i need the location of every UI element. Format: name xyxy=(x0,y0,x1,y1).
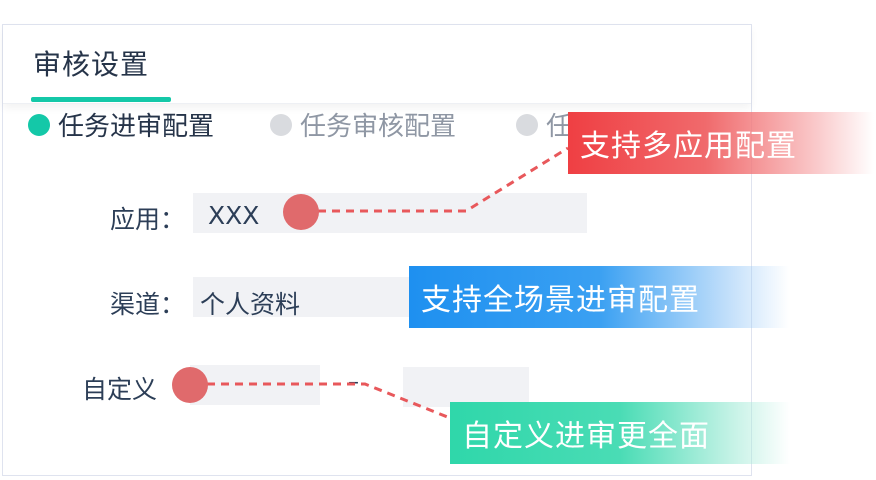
app-field-label: 应用： xyxy=(110,205,186,234)
callout-multi-app-text: 支持多应用配置 xyxy=(580,129,797,164)
radio-label: 任务审核配置 xyxy=(300,112,457,142)
callout-full-scene: 支持全场景进审配置 xyxy=(409,266,789,328)
radio-task-review-config[interactable]: 任务审核配置 xyxy=(270,106,456,143)
radio-label: 任务进审配置 xyxy=(58,112,215,142)
custom-range-separator: – xyxy=(348,370,359,395)
channel-field-label: 渠道： xyxy=(110,290,186,319)
channel-select-value: 个人资料 xyxy=(200,290,301,319)
channel-select[interactable] xyxy=(193,277,409,317)
radio-selected-icon xyxy=(28,113,50,136)
callout-custom-full: 自定义进审更全面 xyxy=(450,402,790,464)
radio-unselected-icon xyxy=(270,113,292,136)
radio-third-option[interactable]: 任 xyxy=(516,106,572,143)
callout-custom-full-text: 自定义进审更全面 xyxy=(462,419,710,454)
panel-header: 审核设置 xyxy=(3,25,751,104)
callout-multi-app: 支持多应用配置 xyxy=(568,112,874,174)
custom-range-end-input[interactable] xyxy=(403,367,529,407)
callout-full-scene-text: 支持全场景进审配置 xyxy=(421,283,700,318)
app-marker-dot xyxy=(283,194,319,230)
app-select-value: XXX xyxy=(208,201,260,230)
tab-active-indicator xyxy=(31,97,171,102)
radio-unselected-icon xyxy=(516,113,538,136)
custom-marker-dot xyxy=(172,367,208,403)
radio-task-submit-config[interactable]: 任务进审配置 xyxy=(28,106,214,143)
custom-field-label: 自定义 xyxy=(82,375,158,404)
radio-label: 任 xyxy=(546,112,573,142)
custom-range-start-input[interactable] xyxy=(190,365,320,405)
tab-audit-settings[interactable]: 审核设置 xyxy=(33,48,150,81)
